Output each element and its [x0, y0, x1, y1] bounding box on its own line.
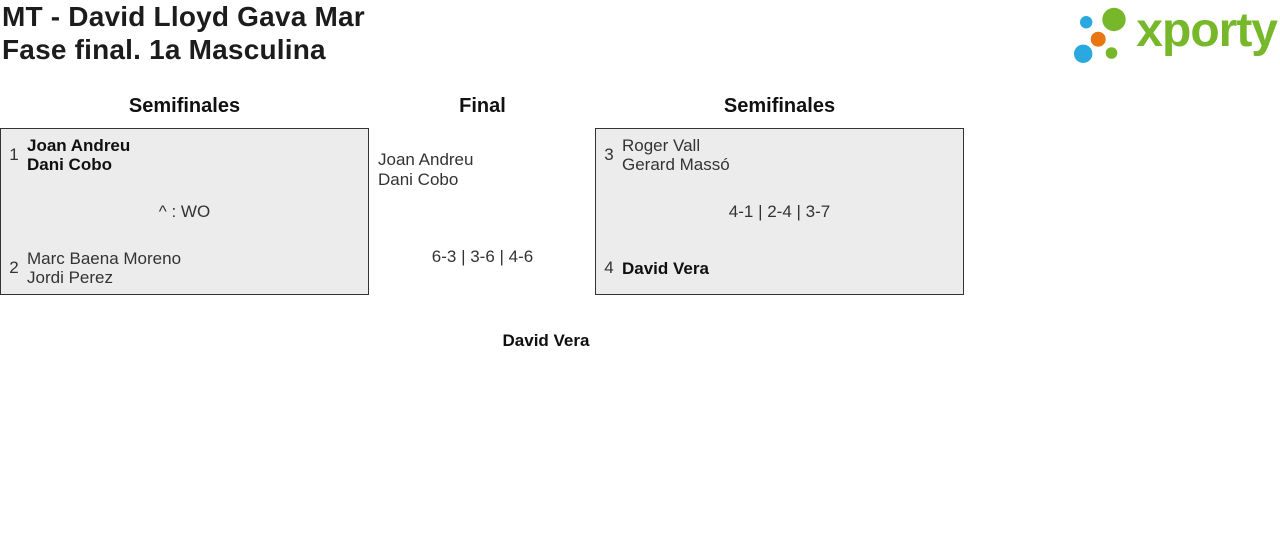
team-row: 2 Marc Baena Moreno Jordi Perez [1, 249, 368, 287]
xporty-logo-text: xporty [1136, 4, 1278, 57]
match-box-semifinal-right[interactable]: 3 Roger Vall Gerard Massó 4-1 | 2-4 | 3-… [595, 128, 964, 295]
team-name-line: Dani Cobo [27, 155, 112, 174]
xporty-logo[interactable]: xporty [1069, 3, 1278, 67]
seed-number: 1 [9, 145, 19, 164]
team-name-line: Jordi Perez [27, 268, 113, 287]
team-names: David Vera [622, 259, 709, 278]
match-box-semifinal-left[interactable]: 1 Joan Andreu Dani Cobo ^ : WO 2 Marc Ba… [0, 128, 369, 295]
seed-number: 4 [604, 258, 614, 277]
seed-number: 3 [604, 145, 614, 164]
match-score: ^ : WO [158, 201, 211, 221]
final-score: 6-3 | 3-6 | 4-6 [431, 247, 534, 266]
column-header-semifinals-right: Semifinales [723, 95, 836, 117]
seed-number: 2 [9, 258, 19, 277]
team-name-line: Joan Andreu [378, 150, 474, 169]
champion-name: David Vera [502, 331, 590, 350]
final-team-names: Joan Andreu Dani Cobo [378, 150, 473, 190]
team-names: Marc Baena Moreno Jordi Perez [27, 249, 181, 287]
team-name-line: Dani Cobo [378, 170, 459, 189]
team-name-line: Marc Baena Moreno [27, 249, 182, 268]
team-row: 3 Roger Vall Gerard Massó [596, 136, 963, 174]
team-row: 1 Joan Andreu Dani Cobo [1, 136, 368, 174]
team-name-line: Gerard Massó [622, 155, 730, 174]
team-name-line: David Vera [622, 258, 709, 278]
team-names: Joan Andreu Dani Cobo [27, 136, 130, 174]
team-names: Roger Vall Gerard Massó [622, 136, 730, 174]
match-score: 4-1 | 2-4 | 3-7 [728, 201, 831, 221]
team-row: 4 David Vera [596, 249, 963, 287]
page-title: MT - David Lloyd Gava Mar Fase final. 1a… [2, 0, 365, 66]
title-line-1: MT - David Lloyd Gava Mar [2, 1, 365, 32]
team-name-line: Joan Andreu [27, 136, 131, 155]
title-line-2: Fase final. 1a Masculina [2, 34, 326, 65]
team-name-line: Roger Vall [622, 136, 701, 155]
column-header-final: Final [459, 95, 506, 117]
xporty-dots-icon [1074, 7, 1126, 63]
column-header-semifinals-left: Semifinales [128, 95, 241, 117]
